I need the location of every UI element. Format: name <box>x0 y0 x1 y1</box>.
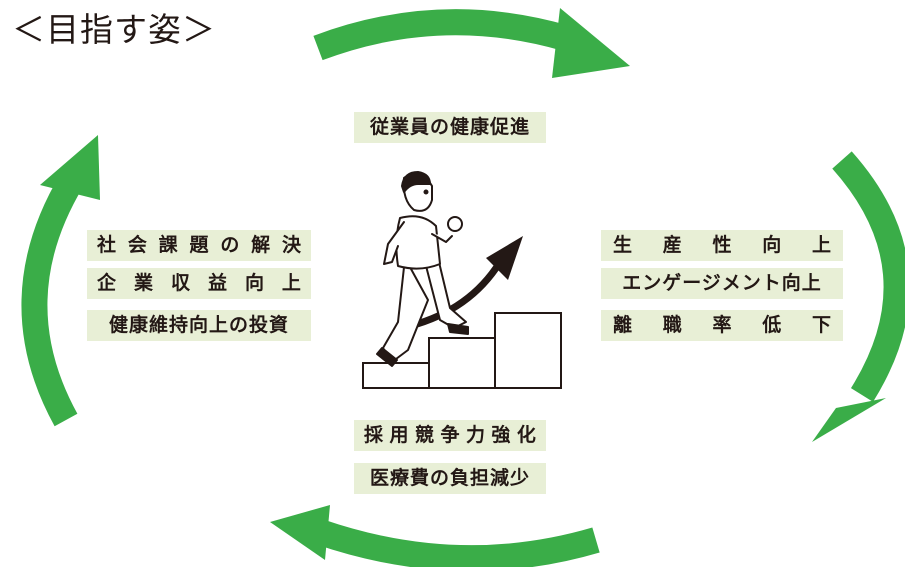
label-char: 課 <box>158 234 178 256</box>
label-char: 向 <box>762 234 782 256</box>
bottom-label-1: 採用競争力強化 <box>354 420 546 451</box>
label-char: 上 <box>281 272 301 294</box>
right-label-1: 生産性向上 <box>601 230 843 261</box>
label-char: 性 <box>712 234 732 256</box>
climbing-person-icon <box>376 171 469 367</box>
label-char: 企 <box>97 272 117 294</box>
label-char: 題 <box>189 234 209 256</box>
label-char: 業 <box>133 272 153 294</box>
label-char: 強 <box>491 424 511 446</box>
bottom-cycle-arrow <box>270 505 600 567</box>
label-char: 用 <box>389 424 409 446</box>
label-char: 益 <box>207 272 227 294</box>
label-char: 競 <box>414 424 434 446</box>
top-label: 従業員の健康促進 <box>354 112 546 143</box>
label-char: 上 <box>811 234 831 256</box>
right-cycle-arrow <box>812 151 905 442</box>
label-char: 職 <box>662 314 682 336</box>
bottom-label-2: 医療費の負担減少 <box>354 463 546 494</box>
label-char: 産 <box>662 234 682 256</box>
label-char: の <box>220 234 240 256</box>
label-char: 争 <box>440 424 460 446</box>
label-char: 決 <box>281 234 301 256</box>
label-char: 離 <box>613 314 633 336</box>
label-char: 低 <box>762 314 782 336</box>
label-char: 向 <box>244 272 264 294</box>
label-char: 採 <box>364 424 384 446</box>
label-char: 力 <box>465 424 485 446</box>
label-char: 会 <box>127 234 147 256</box>
label-char: 下 <box>811 314 831 336</box>
left-label-3: 健康維持向上の投資 <box>87 310 311 341</box>
growth-arrow-icon <box>409 236 523 330</box>
right-label-3: 離職率低下 <box>601 310 843 341</box>
label-char: 生 <box>613 234 633 256</box>
staircase-illustration <box>362 312 562 389</box>
label-char: 解 <box>251 234 271 256</box>
right-label-2: エンゲージメント向上 <box>601 268 843 299</box>
left-cycle-arrow <box>21 135 100 427</box>
label-char: 社 <box>97 234 117 256</box>
page-title: ＜目指す姿＞ <box>12 10 216 49</box>
left-label-1: 社会課題の解決 <box>87 230 311 261</box>
label-char: 収 <box>170 272 190 294</box>
top-cycle-arrow <box>313 8 630 78</box>
label-char: 化 <box>516 424 536 446</box>
label-char: 率 <box>712 314 732 336</box>
left-label-2: 企業収益向上 <box>87 268 311 299</box>
